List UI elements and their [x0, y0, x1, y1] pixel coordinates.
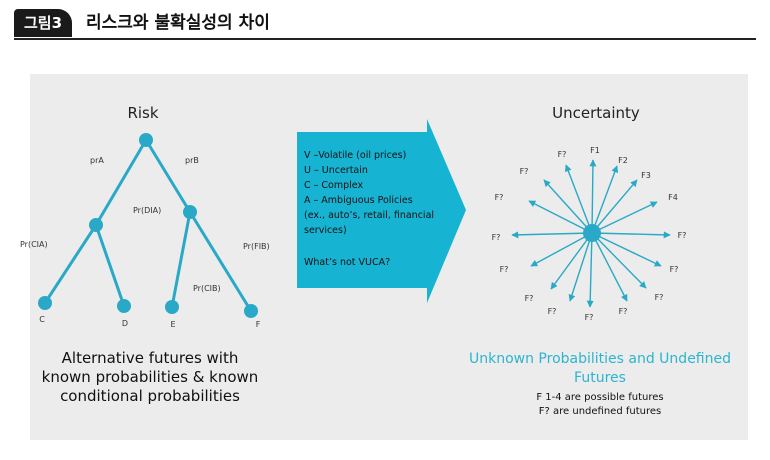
node-root — [139, 133, 153, 147]
branch-root-a — [94, 139, 148, 226]
branch-root-b — [144, 139, 192, 213]
uncertainty-ray — [591, 231, 671, 239]
uncertainty-caption-line: Futures — [574, 370, 626, 386]
edge-label: prA — [90, 156, 104, 165]
uncertainty-ray — [511, 231, 593, 239]
branch-a-d — [94, 224, 126, 307]
arrow-text-line: C – Complex — [304, 180, 363, 191]
uncertainty-ray — [591, 232, 628, 302]
node-f — [244, 304, 258, 318]
ray-label: F3 — [641, 171, 651, 180]
ray-label: F? — [500, 265, 509, 274]
uncertainty-ray — [528, 200, 593, 234]
ray-label: F? — [655, 293, 664, 302]
header-divider — [14, 38, 756, 40]
risk-title: Risk — [127, 104, 158, 122]
uncertainty-title: Uncertainty — [552, 104, 640, 122]
arrow-text-line: V –Volatile (oil prices) — [304, 150, 406, 161]
ray-label: F? — [585, 313, 594, 322]
node-a — [89, 218, 103, 232]
uncertainty-ray — [543, 179, 593, 234]
risk-caption-line: Alternative futures with — [61, 349, 239, 367]
edge-label: Pr(CIA) — [20, 240, 48, 249]
ray-label: F? — [670, 265, 679, 274]
ray-label: F? — [558, 150, 567, 159]
leaf-label: C — [39, 315, 45, 324]
uncertainty-ray — [591, 201, 658, 234]
uncertainty-ray — [591, 232, 662, 267]
leaf-label: F — [256, 320, 261, 329]
edge-label: Pr(CIB) — [193, 284, 221, 293]
node-e — [165, 300, 179, 314]
ray-label: F? — [678, 231, 687, 240]
ray-label: F? — [492, 233, 501, 242]
ray-label: F2 — [618, 156, 628, 165]
uncertainty-ray — [591, 179, 638, 234]
leaf-label: E — [170, 320, 175, 329]
uncertainty-caption-line: Unknown Probabilities and Undefined — [468, 351, 731, 367]
arrow-text-line: services) — [304, 225, 347, 236]
branch-b-e — [170, 211, 192, 308]
arrow-text-line: (ex., auto’s, retail, financial — [304, 210, 434, 221]
edge-label: prB — [185, 156, 199, 165]
ray-label: F? — [548, 307, 557, 316]
branch-b-f — [188, 211, 253, 312]
arrow-text-line: U – Uncertain — [304, 165, 368, 176]
ray-label: F? — [495, 193, 504, 202]
uncertainty-ray — [586, 232, 594, 308]
node-b — [183, 205, 197, 219]
figure-title: 리스크와 불확실성의 차이 — [86, 13, 270, 33]
risk-caption: Alternative futures with known probabili… — [30, 349, 270, 406]
figure-number-badge: 그림3 — [14, 9, 72, 37]
node-c — [38, 296, 52, 310]
uncertainty-ray — [564, 164, 593, 234]
edge-label: Pr(DIA) — [133, 206, 161, 215]
figure-header: 그림3 리스크와 불확실성의 차이 — [14, 6, 756, 40]
leaf-label: D — [122, 319, 128, 328]
uncertainty-ray — [530, 232, 593, 267]
ray-label: F? — [619, 307, 628, 316]
ray-label: F1 — [590, 146, 600, 155]
risk-tree-branches — [43, 139, 253, 312]
node-d — [117, 299, 131, 313]
arrow-text-line: What’s not VUCA? — [304, 257, 390, 268]
uncertainty-center-node — [583, 224, 601, 242]
uncertainty-ray — [591, 232, 647, 289]
uncertainty-ray — [591, 165, 619, 234]
ray-label: F? — [525, 294, 534, 303]
uncertainty-ray — [589, 159, 597, 234]
branch-a-c — [43, 224, 98, 304]
ray-label: F4 — [668, 193, 678, 202]
uncertainty-caption: Unknown Probabilities and Undefined Futu… — [450, 350, 750, 388]
risk-caption-line: conditional probabilities — [60, 387, 240, 405]
uncertainty-rays — [511, 159, 671, 308]
edge-label: Pr(FIB) — [243, 242, 270, 251]
uncertainty-note: F 1-4 are possible futures — [536, 392, 664, 403]
arrow-text-line: A – Ambiguous Policies — [304, 195, 413, 206]
uncertainty-note: F? are undefined futures — [538, 406, 662, 417]
risk-tree-nodes — [38, 133, 258, 318]
ray-label: F? — [520, 167, 529, 176]
risk-caption-line: known probabilities & known — [41, 368, 259, 386]
uncertainty-ray — [568, 232, 593, 302]
uncertainty-ray — [550, 232, 593, 290]
vuca-arrow — [297, 119, 466, 303]
